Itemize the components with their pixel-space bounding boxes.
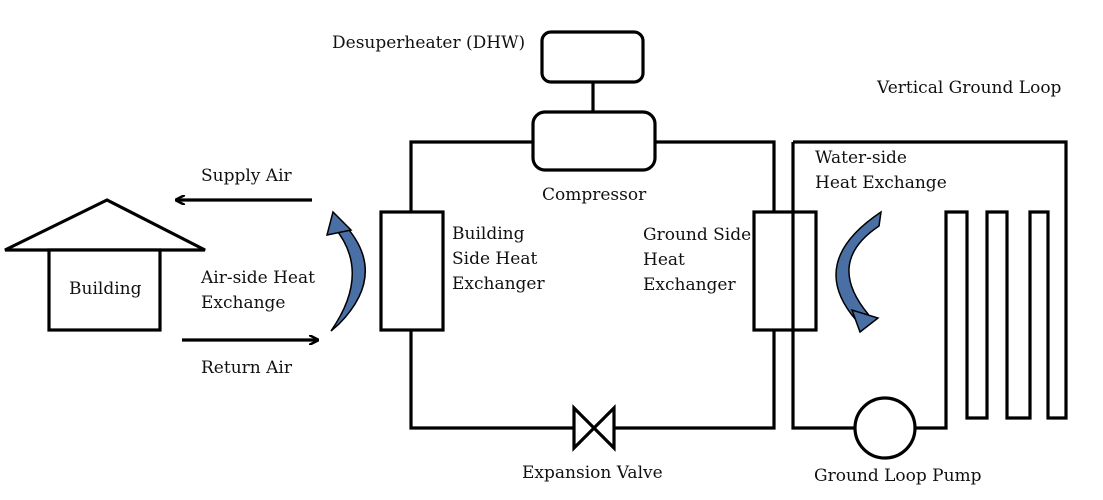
air-side-heat-exchange-arrow [330, 221, 366, 332]
ground-loop-pipe [793, 140, 1068, 430]
ground-loop [791, 140, 1068, 460]
water-side-heat-exchange-arrow [835, 210, 882, 321]
vertical-ground-loop-label: Vertical Ground Loop [876, 78, 1062, 98]
return-air-label: Return Air [201, 358, 293, 378]
building-side-heat-exchanger [379, 210, 445, 332]
water-side-label-line1: Water-side [815, 148, 907, 168]
pipe-top-left [409, 140, 533, 212]
building-hx-label-line1: Building [452, 224, 525, 244]
pipe-top-right [655, 140, 776, 212]
building-roof [4, 198, 206, 252]
compressor-box [531, 110, 657, 172]
building-body [47, 248, 162, 332]
ground-hx-label-line1: Ground Side [643, 225, 751, 245]
ground-hx-label-line2: Heat [643, 250, 685, 270]
water-side-label-line2: Heat Exchange [815, 173, 947, 193]
ground-loop-pump-label: Ground Loop Pump [814, 466, 982, 486]
air-side-label-line2: Exchange [201, 293, 286, 313]
supply-air-label: Supply Air [201, 166, 293, 186]
desuperheater-box [540, 30, 645, 84]
pipe-bottom-left [409, 330, 574, 430]
pipe-bottom-right [614, 330, 776, 430]
water-side-arrowhead [850, 308, 880, 334]
ground-loop-pump-icon [853, 396, 917, 460]
building-icon [4, 198, 206, 332]
building-label: Building [69, 279, 142, 299]
air-side-label-line1: Air-side Heat [200, 268, 315, 288]
desuperheater-label: Desuperheater (DHW) [332, 33, 525, 53]
ground-hx-label-line3: Exchanger [643, 275, 736, 295]
compressor-label: Compressor [542, 185, 647, 205]
air-side-arrowhead [325, 210, 353, 236]
expansion-valve-icon [572, 404, 616, 452]
ground-side-heat-exchanger [752, 210, 818, 332]
expansion-valve-label: Expansion Valve [522, 463, 663, 483]
building-hx-label-line3: Exchanger [452, 274, 545, 294]
building-hx-label-line2: Side Heat [452, 249, 537, 269]
refrigerant-loop [409, 140, 776, 430]
ground-loop-return-pipe [791, 142, 855, 430]
